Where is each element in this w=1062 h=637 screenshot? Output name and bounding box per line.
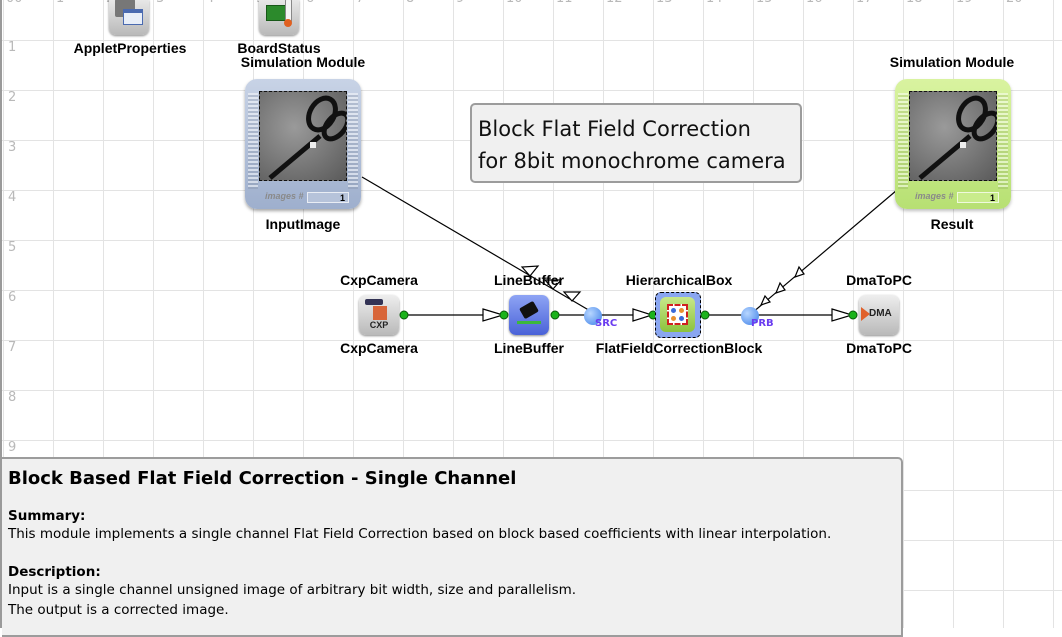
column-number: 18	[906, 0, 923, 6]
column-number: 1	[56, 0, 64, 6]
output-port[interactable]	[700, 310, 710, 320]
simulation-module-title: Simulation Module	[240, 54, 366, 70]
input-port[interactable]	[499, 310, 509, 320]
hierarchical-box-top-label: HierarchicalBox	[625, 272, 733, 288]
row-number: 6	[8, 290, 17, 305]
cxp-camera-icon[interactable]: CXP	[359, 295, 399, 335]
input-image-module[interactable]: images # 1	[245, 79, 361, 209]
column-number: 9	[456, 0, 464, 6]
description-line-1: Input is a single channel unsigned image…	[8, 582, 577, 598]
column-number: 6	[306, 0, 314, 6]
output-port[interactable]	[550, 310, 560, 320]
column-number: 15	[756, 0, 773, 6]
flat-field-correction-block-label: FlatFieldCorrectionBlock	[595, 340, 763, 356]
arrowhead	[759, 294, 772, 306]
line-buffer-top-label: LineBuffer	[494, 272, 564, 288]
ridge	[898, 93, 908, 189]
arrowhead	[543, 279, 563, 290]
result-label: Result	[930, 216, 974, 232]
arrowhead	[793, 265, 805, 278]
description-heading: Description:	[8, 564, 101, 580]
cxp-text: CXP	[369, 320, 389, 330]
arrowhead	[632, 308, 654, 322]
row-number: 1	[8, 40, 17, 55]
src-probe-label: SRC	[595, 318, 618, 329]
line-buffer-icon[interactable]	[509, 295, 549, 335]
dma-to-pc-top-label: DmaToPC	[846, 272, 912, 288]
column-number: 17	[856, 0, 873, 6]
cxp-camera-bottom-label: CxpCamera	[340, 340, 418, 356]
column-number: 14	[706, 0, 723, 6]
column-number: 10	[506, 0, 523, 6]
column-number: 8	[406, 0, 414, 6]
column-number: 11	[556, 0, 573, 6]
dma-to-pc-bottom-label: DmaToPC	[846, 340, 912, 356]
dma-text: DMA	[869, 308, 892, 319]
column-number: 12	[606, 0, 623, 6]
images-count-field[interactable]: 1	[307, 192, 349, 203]
applet-properties-label: AppletProperties	[73, 40, 187, 56]
row-number: 5	[8, 240, 17, 255]
column-number: 19	[956, 0, 973, 6]
prb-probe[interactable]	[741, 307, 759, 325]
comment-line-1: Block Flat Field Correction	[478, 117, 751, 141]
summary-text: This module implements a single channel …	[8, 526, 832, 542]
row-number: 8	[8, 390, 17, 405]
arrowhead	[482, 308, 506, 322]
scissors-image-preview	[909, 91, 997, 181]
images-count-label: images #	[265, 191, 304, 201]
column-number: 13	[656, 0, 673, 6]
input-image-label: InputImage	[265, 216, 341, 232]
arrowhead	[520, 265, 540, 277]
result-module[interactable]: images # 1	[895, 79, 1011, 209]
hierarchical-box-icon[interactable]	[655, 292, 701, 338]
info-panel: Block Based Flat Field Correction - Sing…	[2, 457, 903, 637]
cxp-camera-top-label: CxpCamera	[340, 272, 418, 288]
row-number: 2	[8, 90, 17, 105]
row-number: 9	[8, 440, 17, 455]
row-number: 3	[8, 140, 17, 155]
arrowhead	[562, 291, 582, 302]
summary-heading: Summary:	[8, 508, 86, 524]
comment-line-2: for 8bit monochrome camera	[478, 149, 786, 173]
scissors-image-preview	[259, 91, 347, 181]
description-line-2: The output is a corrected image.	[8, 602, 229, 618]
prb-probe-label: PRB	[751, 318, 774, 329]
ridge	[998, 93, 1008, 189]
wire-inputimage-to-src[interactable]	[361, 176, 593, 313]
output-port[interactable]	[399, 310, 409, 320]
column-number: 7	[356, 0, 364, 6]
column-number: 00	[6, 0, 23, 6]
line-buffer-bottom-label: LineBuffer	[494, 340, 564, 356]
simulation-module-title: Simulation Module	[889, 54, 1015, 70]
images-count-field[interactable]: 1	[957, 192, 999, 203]
arrowhead	[774, 281, 786, 294]
ridge	[348, 93, 358, 189]
ridge	[248, 93, 258, 189]
column-number: 3	[156, 0, 164, 6]
dma-icon[interactable]: DMA	[859, 295, 899, 335]
arrowhead	[831, 308, 855, 322]
column-number: 20	[1006, 0, 1023, 6]
spacer	[8, 544, 895, 564]
applet-properties-icon[interactable]	[109, 0, 149, 35]
column-number: 16	[806, 0, 823, 6]
images-count-label: images #	[915, 191, 954, 201]
board-status-label: BoardStatus	[237, 40, 321, 56]
info-title: Block Based Flat Field Correction - Sing…	[8, 468, 517, 489]
src-probe[interactable]	[584, 307, 602, 325]
comment-box[interactable]: Block Flat Field Correction for 8bit mon…	[470, 103, 802, 183]
board-status-icon[interactable]	[259, 0, 299, 35]
column-number: 4	[206, 0, 214, 6]
input-port[interactable]	[848, 310, 858, 320]
row-number: 7	[8, 340, 17, 355]
row-number: 4	[8, 190, 17, 205]
